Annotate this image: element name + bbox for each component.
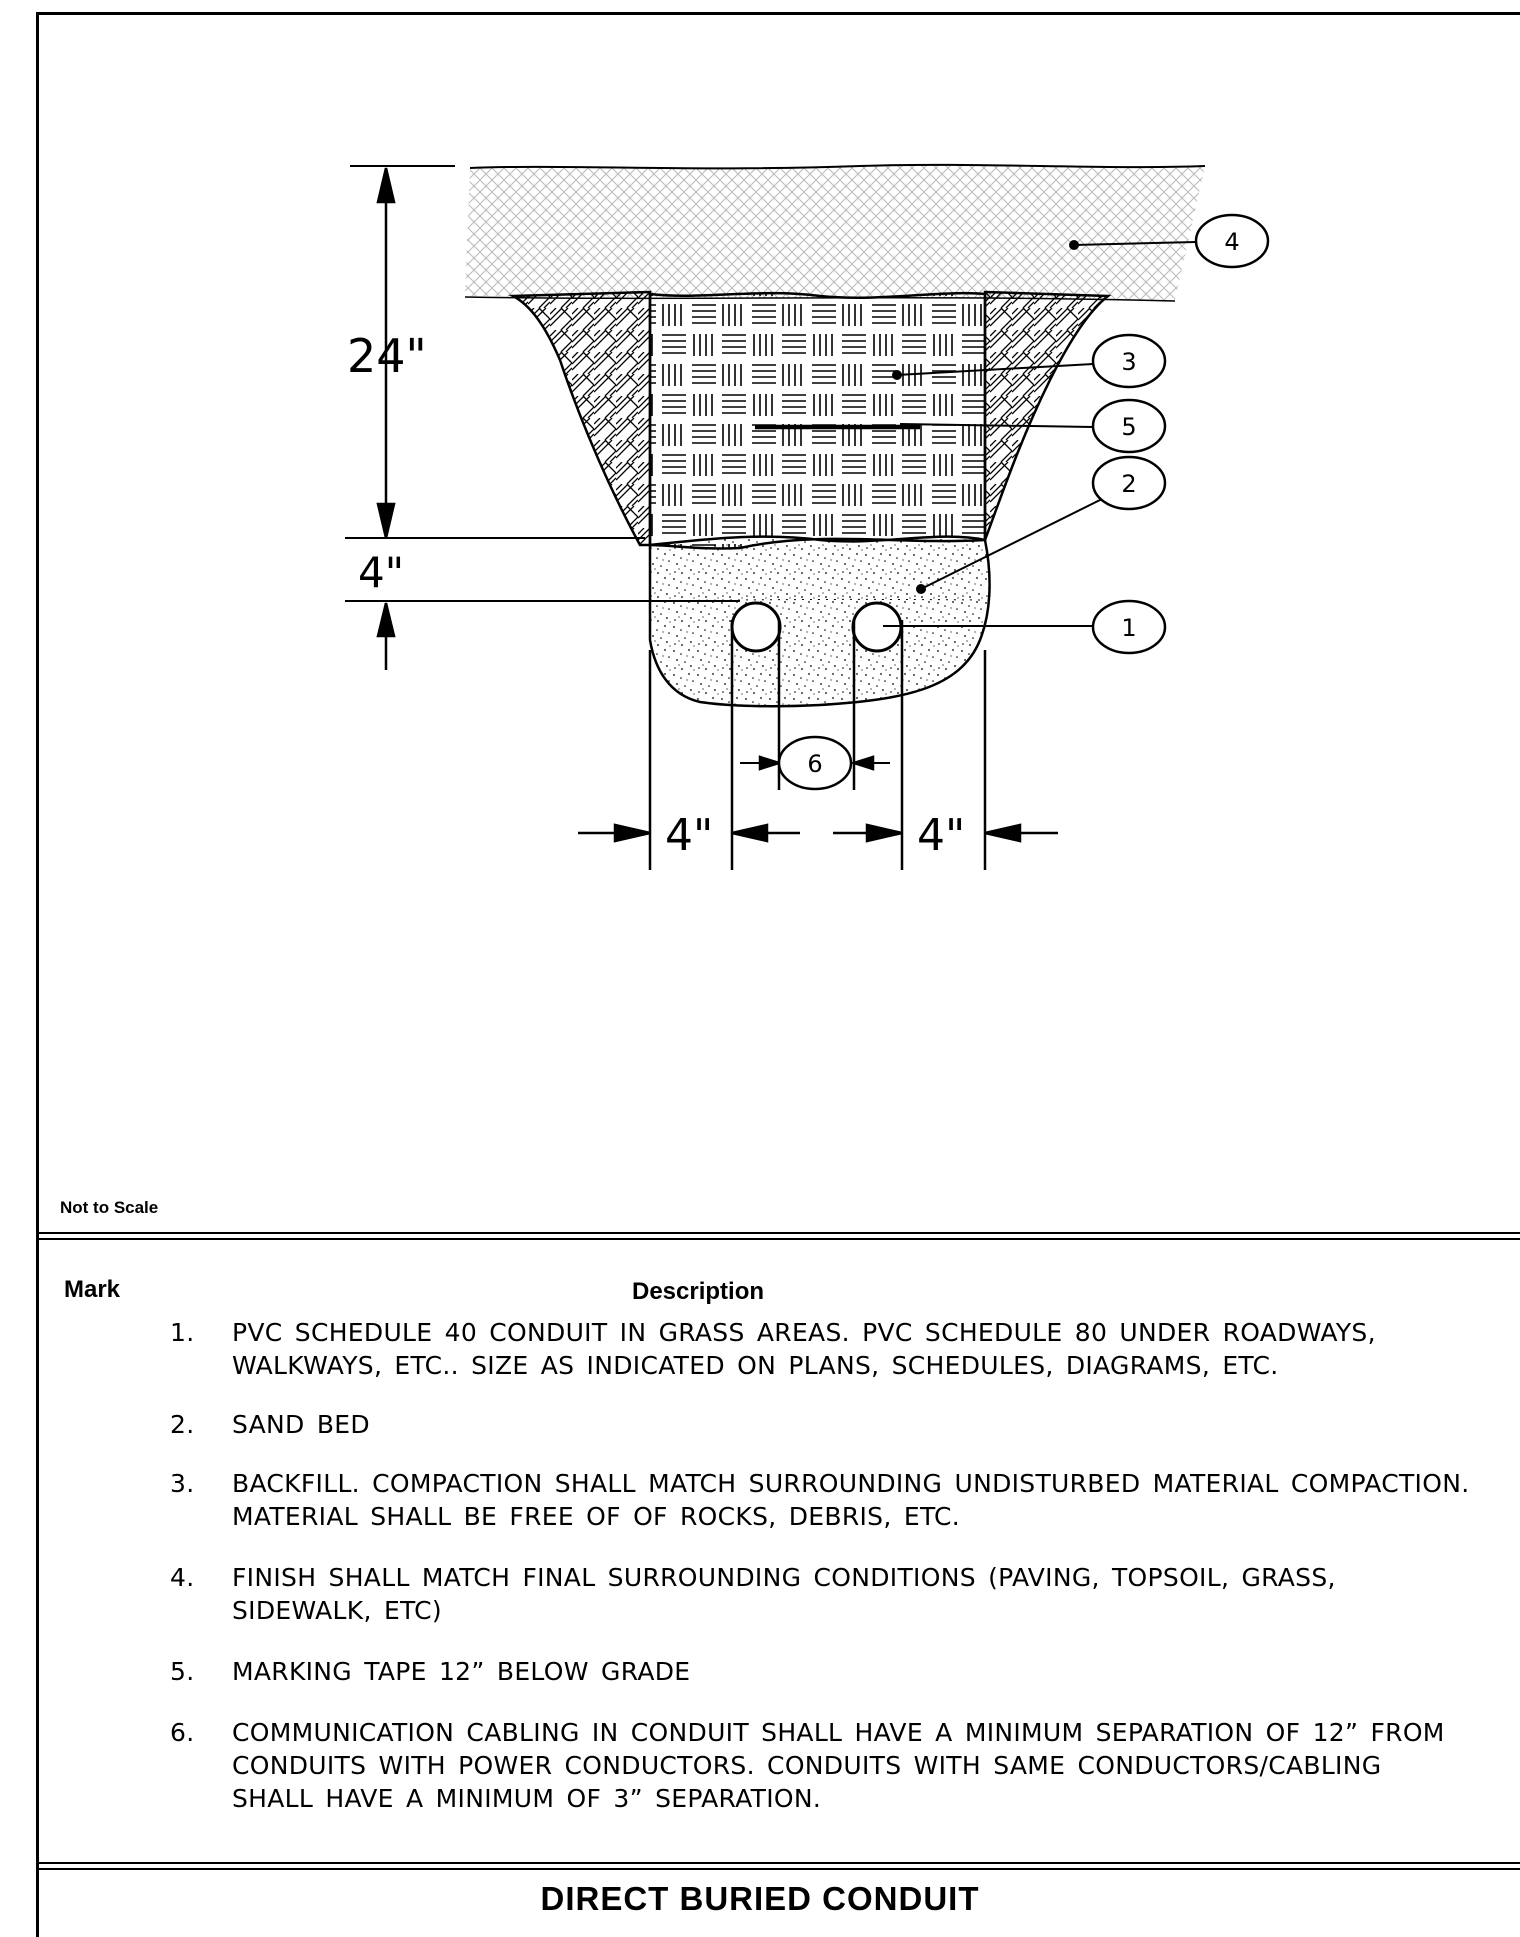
sand-bed [648,535,991,708]
depth-dimension [345,167,740,670]
note-text: SAND BED [232,1410,370,1439]
svg-text:1: 1 [1121,614,1136,642]
dim-24-label: 24" [347,329,427,383]
note-text: COMMUNICATION CABLING IN CONDUIT SHALL H… [232,1718,1445,1813]
callout-6: 6 [777,735,853,791]
callout-3: 3 [1091,333,1167,389]
callout-leaders [883,240,1197,627]
sheet-border [36,12,1520,1937]
note-4: 4. FINISH SHALL MATCH FINAL SURROUNDING … [170,1561,1510,1627]
note-1: 1. PVC SCHEDULE 40 CONDUIT IN GRASS AREA… [170,1316,1510,1382]
dim-4-left-label: 4" [665,810,713,861]
backfill-layer [648,291,987,550]
scale-note: Not to Scale [60,1198,159,1217]
note-number: 1. [170,1318,195,1347]
note-5: 5. MARKING TAPE 12” BELOW GRADE [170,1655,1510,1688]
callout-1: 1 [1091,599,1167,655]
svg-text:4: 4 [1224,228,1239,256]
note-text: PVC SCHEDULE 40 CONDUIT IN GRASS AREAS. … [232,1318,1376,1380]
clearance-dimensions [578,620,1058,870]
svg-text:6: 6 [807,750,822,778]
note-3: 3. BACKFILL. COMPACTION SHALL MATCH SURR… [170,1467,1510,1533]
finish-layer [465,164,1205,300]
note-6: 6. COMMUNICATION CABLING IN CONDUIT SHAL… [170,1716,1510,1815]
callout-5: 5 [1091,398,1167,454]
note-number: 4. [170,1563,195,1592]
dim-4-vertical-label: 4" [358,548,404,597]
description-column-header: Description [632,1278,765,1305]
dim-4-right-label: 4" [917,810,965,861]
section-divider-bottom [36,1862,1520,1870]
svg-text:2: 2 [1121,470,1136,498]
grade-line [469,163,1206,170]
callout-2: 2 [1091,455,1167,511]
note-number: 5. [170,1657,195,1686]
note-text: BACKFILL. COMPACTION SHALL MATCH SURROUN… [232,1469,1470,1531]
section-divider-top [36,1232,1520,1240]
note-number: 3. [170,1469,195,1498]
trench-section-drawing: 24" 4" 4" 4" [345,163,1270,870]
detail-title: DIRECT BURIED CONDUIT [540,1880,980,1917]
svg-text:3: 3 [1121,348,1136,376]
svg-text:5: 5 [1121,413,1136,441]
note-text: FINISH SHALL MATCH FINAL SURROUNDING CON… [232,1563,1336,1625]
callout-4: 4 [1194,213,1270,269]
undisturbed-earth-left [508,290,652,547]
note-number: 6. [170,1718,195,1747]
undisturbed-earth-right [983,290,1112,541]
note-text: MARKING TAPE 12” BELOW GRADE [232,1657,691,1686]
note-number: 2. [170,1410,195,1439]
mark-column-header: Mark [64,1276,121,1303]
note-2: 2. SAND BED [170,1408,1510,1441]
notes-list: 1. PVC SCHEDULE 40 CONDUIT IN GRASS AREA… [170,1316,1510,1815]
conduit-left [730,601,782,653]
